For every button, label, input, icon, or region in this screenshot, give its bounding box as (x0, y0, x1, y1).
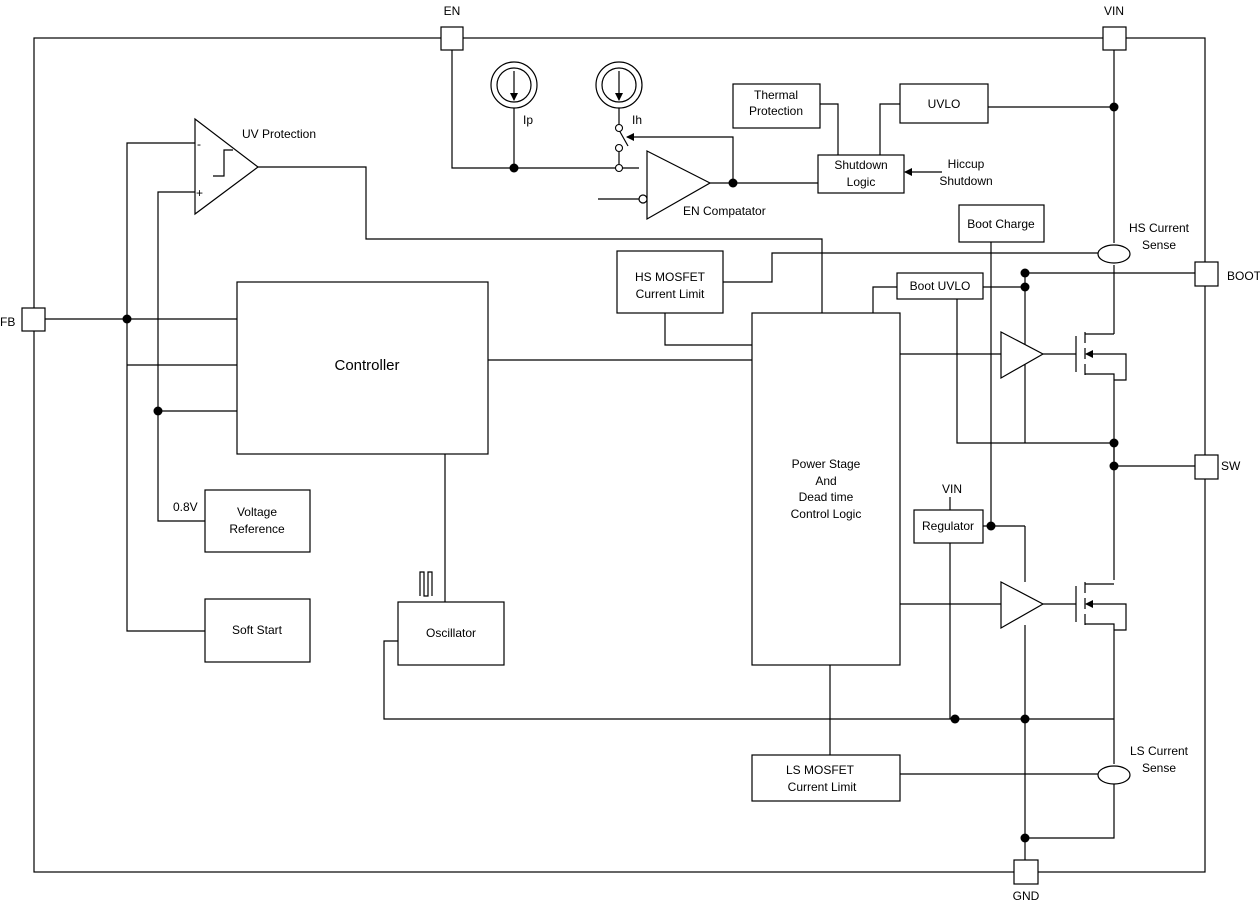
ip-current-source (490, 61, 538, 109)
ih-label: Ih (632, 113, 642, 127)
ls-mosfet-current-limit-label-line1: LS MOSFET (786, 763, 855, 777)
hs-mosfet-current-limit-label-line1: HS MOSFET (635, 270, 706, 284)
shutdown-logic-label-line2: Logic (847, 175, 876, 189)
thermal-protection-block (732, 83, 821, 129)
hiccup-shutdown-label-line2: Shutdown (939, 174, 992, 188)
switch-contact-common (614, 163, 624, 173)
uv-protection-label: UV Protection (242, 127, 316, 141)
uvlo-label: UVLO (928, 97, 961, 111)
oscillator-label: Oscillator (426, 626, 476, 640)
en-comparator-label: EN Compatator (683, 204, 766, 218)
comparator-plus-sign: + (196, 186, 203, 200)
switch-contact-top (614, 123, 624, 133)
vref-value-label: 0.8V (173, 500, 198, 514)
vin-pin (1102, 26, 1127, 51)
uv-protection-comparator: - + (194, 117, 259, 216)
hs-current-sense-label-line1: HS Current (1129, 221, 1190, 235)
power-stage-label-line4: Control Logic (791, 507, 862, 521)
power-stage-block (751, 312, 901, 666)
thermal-protection-label-line1: Thermal (754, 88, 798, 102)
sw-pin-label: SW (1221, 459, 1241, 473)
soft-start-block (204, 598, 311, 663)
gnd-pin-label: GND (1013, 889, 1040, 903)
hs-current-sense-element (1097, 244, 1131, 264)
voltage-reference-block (204, 489, 311, 553)
en-pin-label: EN (444, 4, 461, 18)
hiccup-shutdown-label-line1: Hiccup (948, 157, 985, 171)
gnd-pin (1013, 859, 1039, 885)
comparator-minus-sign: - (197, 137, 201, 151)
boot-pin-label: BOOT (1227, 269, 1260, 283)
en-pin (440, 26, 464, 51)
shutdown-logic-block (817, 154, 905, 194)
ip-label: Ip (523, 113, 533, 127)
regulator-vin-label: VIN (942, 482, 962, 496)
ls-current-sense-label-line2: Sense (1142, 761, 1176, 775)
ih-current-source (595, 61, 643, 109)
boot-pin (1194, 261, 1219, 287)
soft-start-label: Soft Start (232, 623, 283, 637)
sw-pin (1194, 454, 1219, 480)
hs-gate-driver (1000, 331, 1045, 380)
ls-current-sense-element (1097, 765, 1131, 785)
switch-contact-bottom (614, 143, 624, 153)
regulator-block (913, 509, 984, 544)
vin-pin-label: VIN (1104, 4, 1124, 18)
power-stage-label-line1: Power Stage (792, 457, 861, 471)
fb-pin-label: FB (0, 315, 15, 329)
ls-gate-driver (1000, 581, 1045, 630)
wires (45, 50, 1195, 860)
ls-mosfet-current-limit-label-line2: Current Limit (788, 780, 857, 794)
hs-mosfet-current-limit-label-line2: Current Limit (636, 287, 705, 301)
uvlo-block (899, 83, 989, 124)
boot-uvlo-label: Boot UVLO (910, 279, 971, 293)
ls-current-sense-label-line1: LS Current (1130, 744, 1189, 758)
thermal-protection-label-line2: Protection (749, 104, 803, 118)
power-stage-label-line2: And (815, 474, 836, 488)
oscillator-block (397, 601, 505, 666)
shutdown-logic-label-line1: Shutdown (834, 158, 887, 172)
hs-current-sense-label-line2: Sense (1142, 238, 1176, 252)
junction-dots (122, 102, 1119, 843)
en-comparator (638, 150, 712, 221)
voltage-reference-label-line2: Reference (229, 522, 285, 536)
controller-label: Controller (334, 357, 399, 374)
power-stage-label-line3: Dead time (799, 490, 854, 504)
boot-charge-block (958, 204, 1045, 243)
voltage-reference-label-line1: Voltage (237, 505, 277, 519)
controller-block (236, 281, 489, 455)
boot-charge-label: Boot Charge (967, 217, 1035, 231)
hs-mosfet-current-limit-block (616, 250, 724, 314)
boot-uvlo-block (896, 272, 984, 300)
regulator-label: Regulator (922, 519, 974, 533)
fb-pin (21, 307, 46, 332)
ls-mosfet-current-limit-block (751, 754, 901, 802)
